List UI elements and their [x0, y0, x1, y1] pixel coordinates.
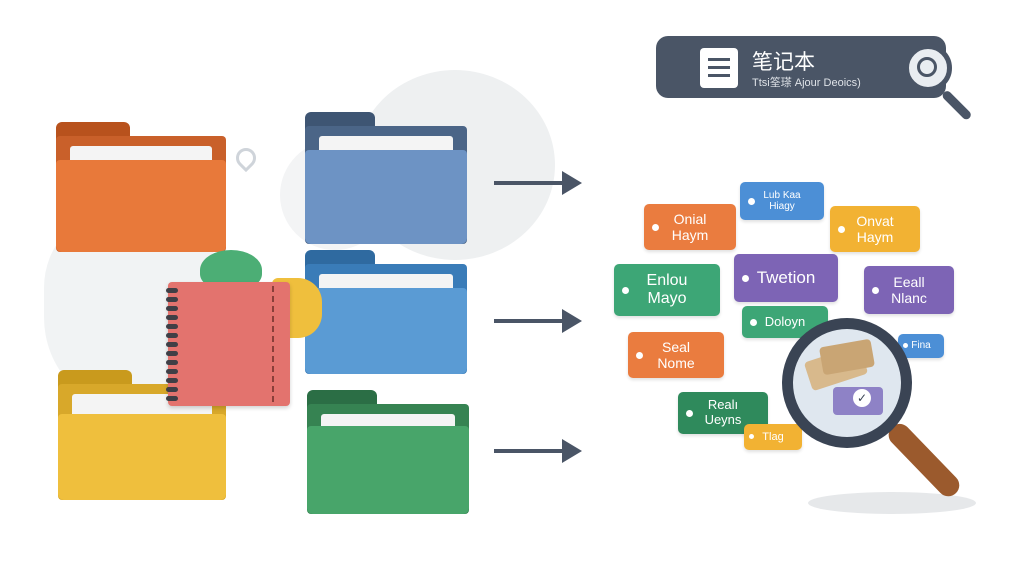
tag-hole — [750, 318, 757, 326]
tag-label: Eeall — [893, 273, 925, 290]
tag-1[interactable]: Lub Kaa Hiagy — [740, 182, 824, 220]
tag-hole — [636, 351, 643, 359]
tag-6[interactable]: Doloyn — [742, 306, 828, 338]
pin-icon — [231, 143, 261, 173]
tag-label: Haym — [671, 227, 709, 243]
tag-label: Nome — [657, 355, 695, 371]
tag-3[interactable]: Enlou Mayo — [614, 264, 720, 316]
tag-label: Haym — [856, 229, 894, 245]
tag-5[interactable]: Eeall Nlanc — [864, 266, 954, 314]
tag-label: Tlag — [762, 430, 784, 443]
tag-2[interactable]: Onvat Haym — [830, 206, 920, 252]
magnifier-icon[interactable] — [904, 44, 952, 92]
tag-label: Nlanc — [891, 290, 927, 306]
folder-orange[interactable] — [56, 122, 226, 252]
tag-4[interactable]: Twetion — [734, 254, 838, 302]
notebook-spine — [272, 286, 284, 402]
folder-front — [58, 414, 226, 500]
magnifier-handle — [884, 419, 964, 501]
notebook-rings — [166, 286, 178, 402]
tag-0[interactable]: Onial Haym — [644, 204, 736, 250]
tag-label: Enlou — [646, 271, 688, 289]
tag-label: Ueyns — [704, 412, 742, 427]
magnifier-shadow — [808, 492, 976, 514]
folder-blue[interactable] — [305, 112, 467, 244]
search-bar-subtitle: Ttsi筌瑹 Ajour Deoics) — [752, 77, 861, 89]
tag-10[interactable]: Tlag — [744, 424, 802, 450]
tag-hole — [686, 409, 693, 417]
tag-label: Onvat — [856, 212, 894, 229]
magnifier-lens-icon: ✓ — [782, 318, 912, 448]
folder-green[interactable] — [307, 390, 469, 514]
arrow-right-icon — [494, 439, 582, 463]
folder-light-blue[interactable] — [305, 250, 467, 374]
folder-front — [56, 160, 226, 252]
notebook-icon — [166, 282, 290, 406]
search-bar[interactable]: 笔记本 Ttsi筌瑹 Ajour Deoics) — [656, 36, 952, 98]
tag-hole — [742, 274, 749, 282]
tag-hole — [903, 342, 908, 348]
tag-label: Twetion — [756, 268, 816, 288]
tag-hole — [652, 223, 659, 231]
tag-label: Realı — [707, 397, 739, 413]
arrow-right-icon — [494, 171, 582, 195]
tag-label: Seal — [661, 338, 691, 355]
folder-front — [305, 150, 467, 244]
tag-label: Fina — [911, 340, 931, 352]
folder-front — [305, 288, 467, 374]
tag-hole — [749, 433, 754, 439]
tag-label: Hiagy — [769, 201, 795, 212]
arrow-right-icon — [494, 309, 582, 333]
tag-hole — [838, 225, 845, 233]
search-bar-title: 笔记本 — [752, 51, 815, 74]
tag-label: Onial — [673, 210, 707, 227]
tag-hole — [622, 286, 629, 294]
tag-8[interactable]: Seal Nome — [628, 332, 724, 378]
tag-label: Mayo — [647, 290, 687, 307]
tag-label: Lub Kaa — [763, 189, 801, 201]
magnifier-handle — [940, 89, 973, 122]
document-icon — [700, 48, 738, 88]
tag-label: Doloyn — [764, 313, 806, 329]
tag-hole — [872, 286, 879, 294]
tag-hole — [748, 197, 755, 205]
checkmark-icon: ✓ — [853, 389, 871, 407]
folder-front — [307, 426, 469, 514]
